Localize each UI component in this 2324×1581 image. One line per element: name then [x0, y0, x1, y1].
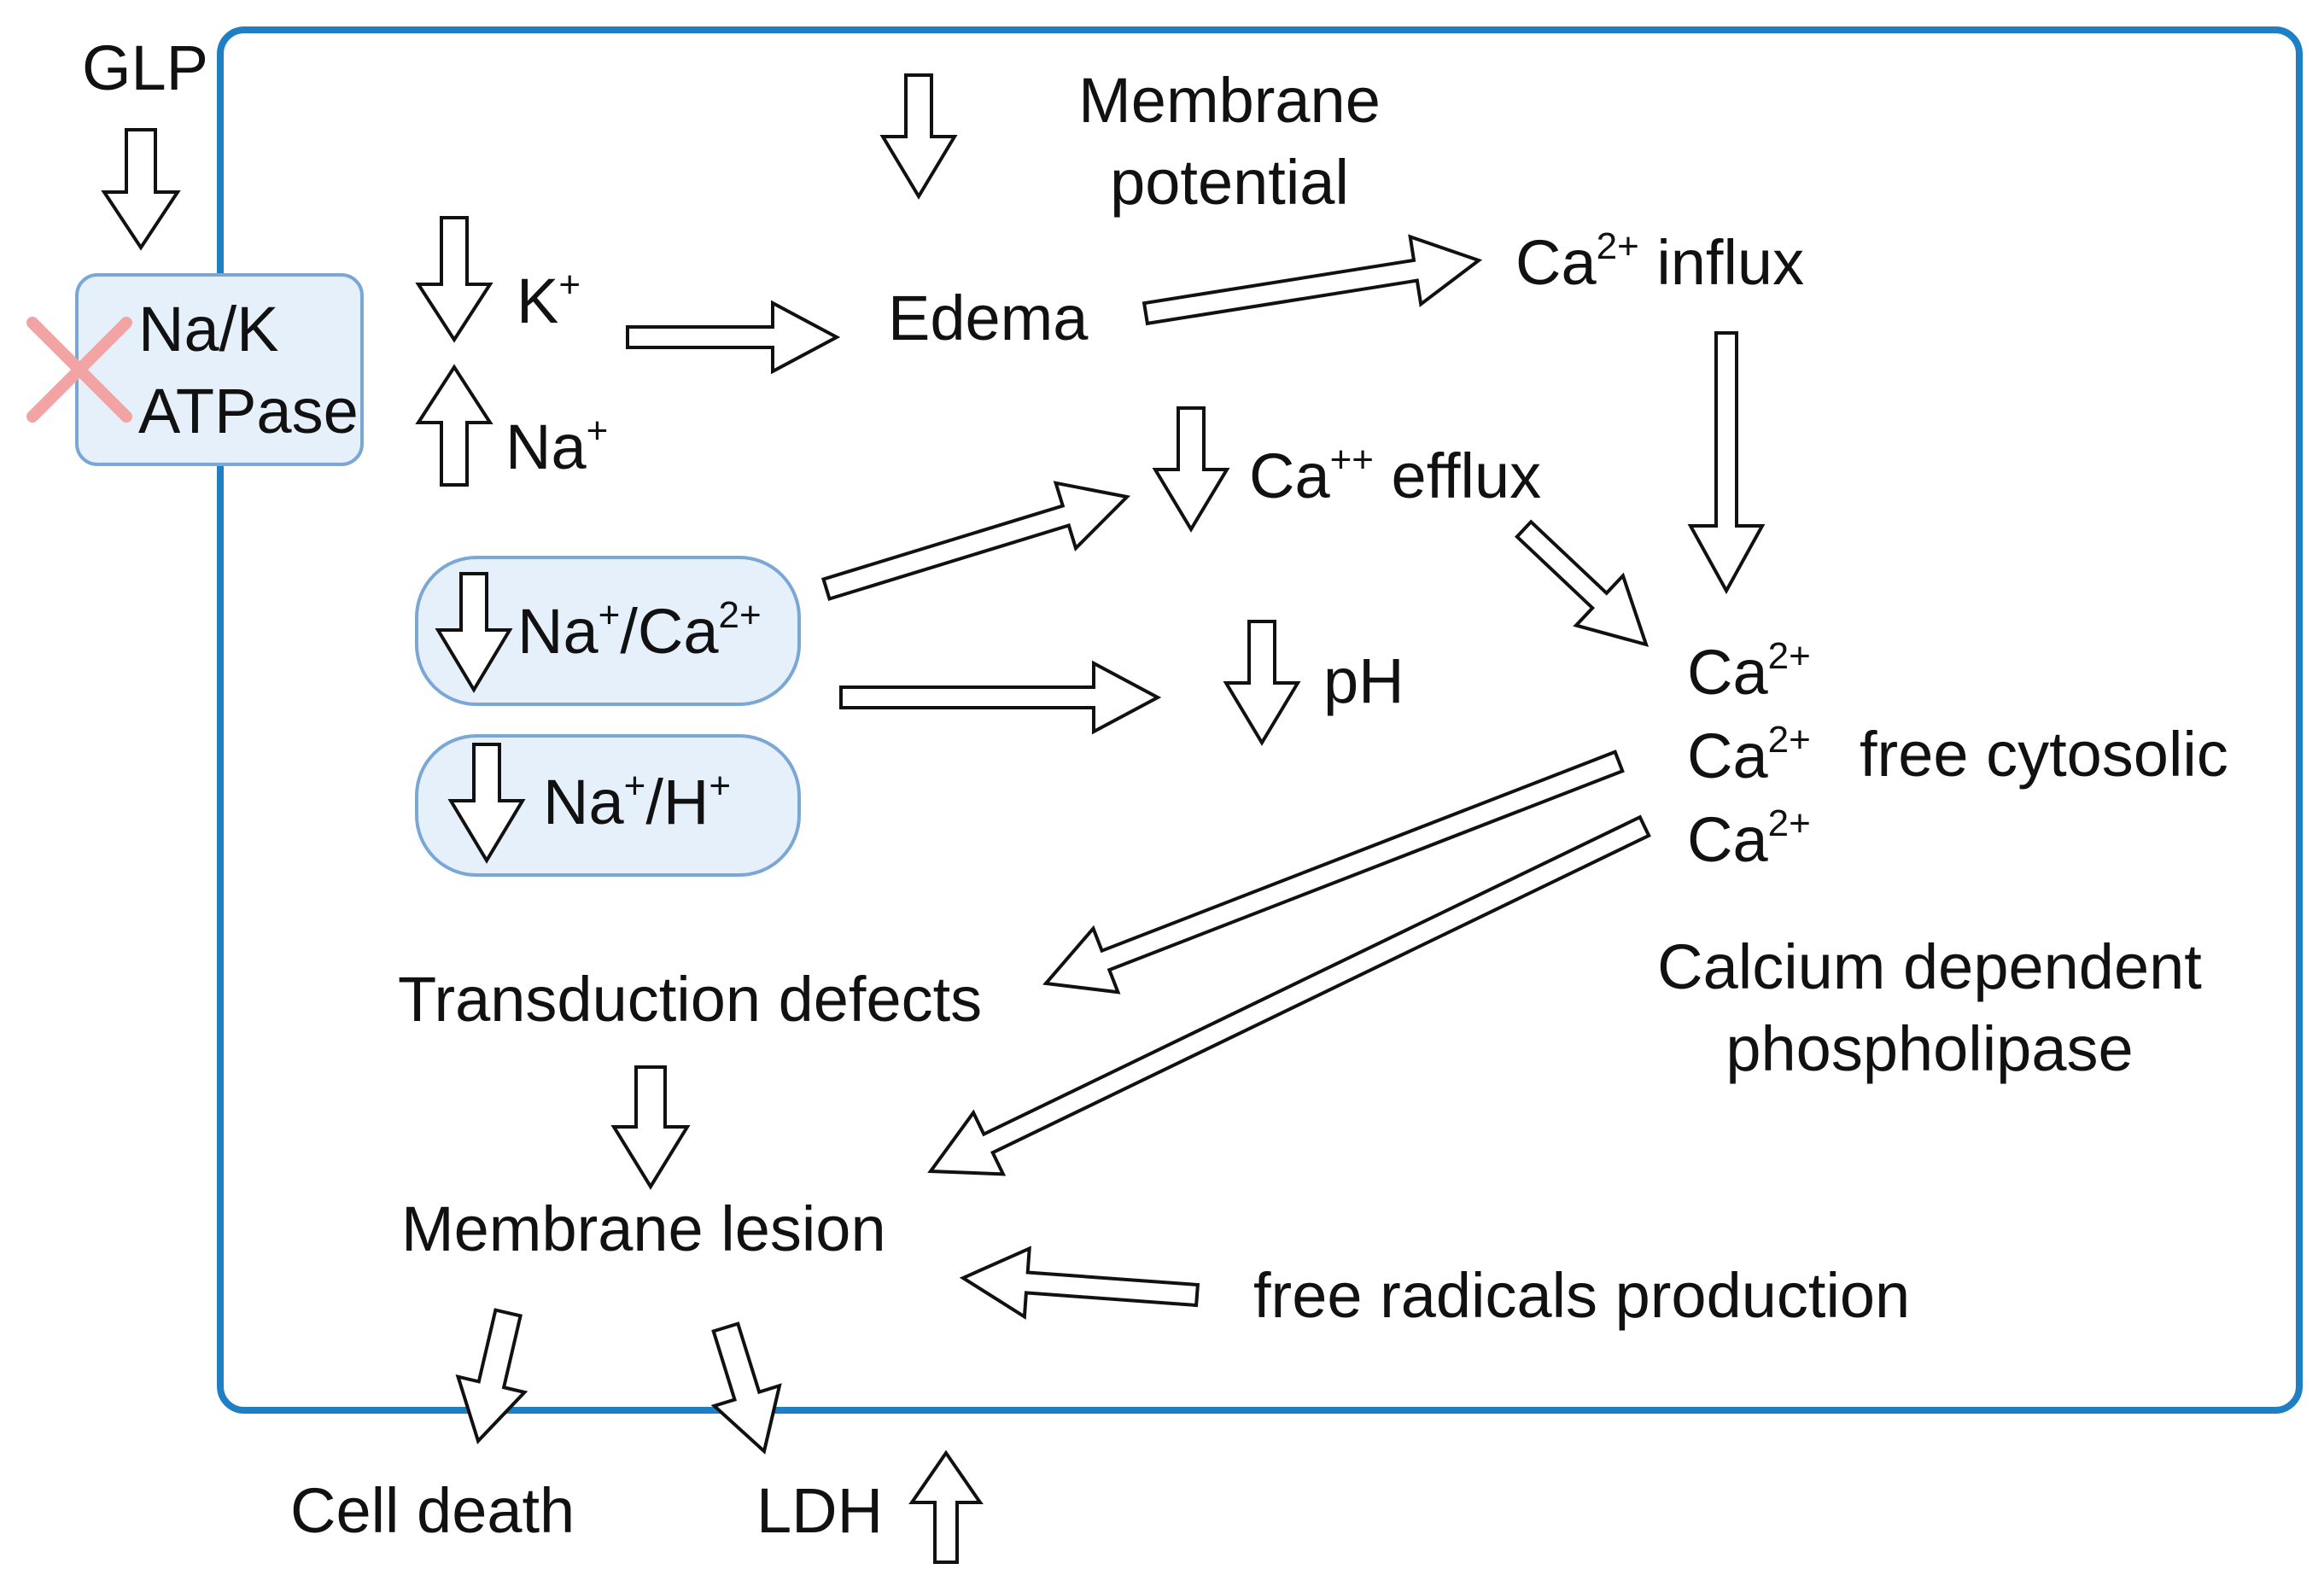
- na-h-down-arrow-icon: [447, 743, 526, 864]
- na-h-exchanger-label: Na+/H+: [543, 761, 731, 843]
- na-h-charge-1: +: [623, 765, 646, 807]
- pump-line-2: ATPase: [138, 376, 359, 446]
- glp-down-arrow-icon: [101, 128, 181, 251]
- k-down-arrow-icon: [415, 216, 493, 343]
- na-k-atpase-label: Na/K ATPase: [138, 289, 359, 452]
- na-ion-symbol: Na: [505, 411, 587, 482]
- free-radicals-label: free radicals production: [1253, 1260, 1911, 1331]
- ca-efflux-word: efflux: [1374, 440, 1542, 511]
- na-ca-ion-1: Na: [517, 596, 599, 667]
- ph-down-arrow-icon: [1223, 620, 1301, 746]
- phospholipase-line-2: phospholipase: [1725, 1013, 2134, 1084]
- ldh-up-arrow-icon: [908, 1450, 984, 1564]
- ca-free-1-ion: Ca: [1687, 637, 1768, 708]
- ca-influx-word: influx: [1638, 227, 1805, 298]
- ca-efflux-label: Ca++ efflux: [1249, 435, 1541, 517]
- na-h-ion-1: Na: [543, 767, 624, 837]
- na-up-arrow-icon: [415, 364, 493, 487]
- lesion-to-ldh-arrow-icon: [710, 1321, 782, 1455]
- edema-to-ca-influx-arrow-icon: [1142, 234, 1483, 326]
- glp-label: GLP: [81, 32, 209, 103]
- ldh-label: LDH: [756, 1475, 884, 1546]
- na-h-separator: /H: [645, 767, 709, 837]
- membrane-lesion-label: Membrane lesion: [401, 1193, 886, 1264]
- membrane-potential-line-1: Membrane: [1078, 65, 1381, 136]
- ca-free-3-charge: 2+: [1767, 802, 1811, 844]
- free-ca-to-transduction-arrow-icon: [1042, 750, 1625, 995]
- ca-free-2-charge: 2+: [1767, 719, 1811, 761]
- transduction-defects-label: Transduction defects: [398, 964, 983, 1035]
- exchanger-to-ca-efflux-arrow-icon: [821, 481, 1131, 601]
- k-ion-charge: +: [558, 264, 581, 306]
- ca-free-3-ion: Ca: [1687, 804, 1768, 875]
- ca-free-3: Ca2+: [1687, 799, 1811, 881]
- ca-influx-to-free-ca-arrow-icon: [1687, 331, 1766, 595]
- ca-free-2-ion: Ca: [1687, 720, 1768, 791]
- free-cytosolic-label: free cytosolic: [1860, 719, 2228, 790]
- ca-efflux-charge: ++: [1329, 439, 1374, 481]
- na-ca-exchanger-label: Na+/Ca2+: [517, 591, 762, 673]
- membrane-potential-line-2: potential: [1110, 147, 1349, 218]
- na-ion-charge: +: [586, 410, 609, 452]
- na-ion-label: Na+: [505, 406, 608, 488]
- ca-influx-label: Ca2+ influx: [1515, 222, 1804, 304]
- ca-free-2: Ca2+: [1687, 715, 1811, 797]
- transduction-to-lesion-arrow-icon: [610, 1065, 691, 1190]
- ca-efflux-ion: Ca: [1249, 440, 1330, 511]
- membrane-potential-label: Membrane potential: [1007, 60, 1451, 224]
- ca-influx-ion: Ca: [1515, 227, 1597, 298]
- na-h-exchanger-box: [415, 734, 801, 877]
- ca-free-1: Ca2+: [1687, 632, 1811, 714]
- ph-label: pH: [1323, 645, 1404, 716]
- na-ca-down-arrow-icon: [435, 572, 513, 693]
- ca-free-1-charge: 2+: [1767, 635, 1811, 677]
- pump-line-1: Na/K: [138, 294, 279, 365]
- radicals-to-lesion-arrow-icon: [959, 1246, 1200, 1320]
- cross-icon: [26, 317, 132, 423]
- phospholipase-line-1: Calcium dependent: [1657, 931, 2202, 1002]
- na-ca-separator: /Ca: [620, 596, 719, 667]
- cell-membrane: [217, 26, 2303, 1414]
- k-ion-label: K+: [517, 260, 581, 342]
- pump-to-edema-arrow-icon: [626, 300, 841, 375]
- phospholipase-label: Calcium dependent phospholipase: [1605, 926, 2254, 1090]
- ca-efflux-down-arrow-icon: [1152, 406, 1230, 533]
- k-ion-symbol: K: [517, 265, 559, 336]
- na-h-charge-2: +: [709, 765, 732, 807]
- cell-death-label: Cell death: [290, 1475, 575, 1546]
- na-ca-exchanger-box: [415, 556, 801, 706]
- na-ca-charge-2: 2+: [718, 594, 762, 636]
- na-ca-charge-1: +: [598, 594, 621, 636]
- edema-label: Edema: [888, 283, 1089, 353]
- exchanger-to-ph-arrow-icon: [839, 660, 1162, 735]
- lesion-to-cell-death-arrow-icon: [455, 1308, 528, 1444]
- ca-efflux-to-free-ca-arrow-icon: [1514, 519, 1650, 647]
- free-ca-to-lesion-arrow-icon: [927, 814, 1651, 1176]
- membrane-potential-down-arrow-icon: [879, 73, 958, 200]
- ca-influx-charge: 2+: [1596, 225, 1639, 267]
